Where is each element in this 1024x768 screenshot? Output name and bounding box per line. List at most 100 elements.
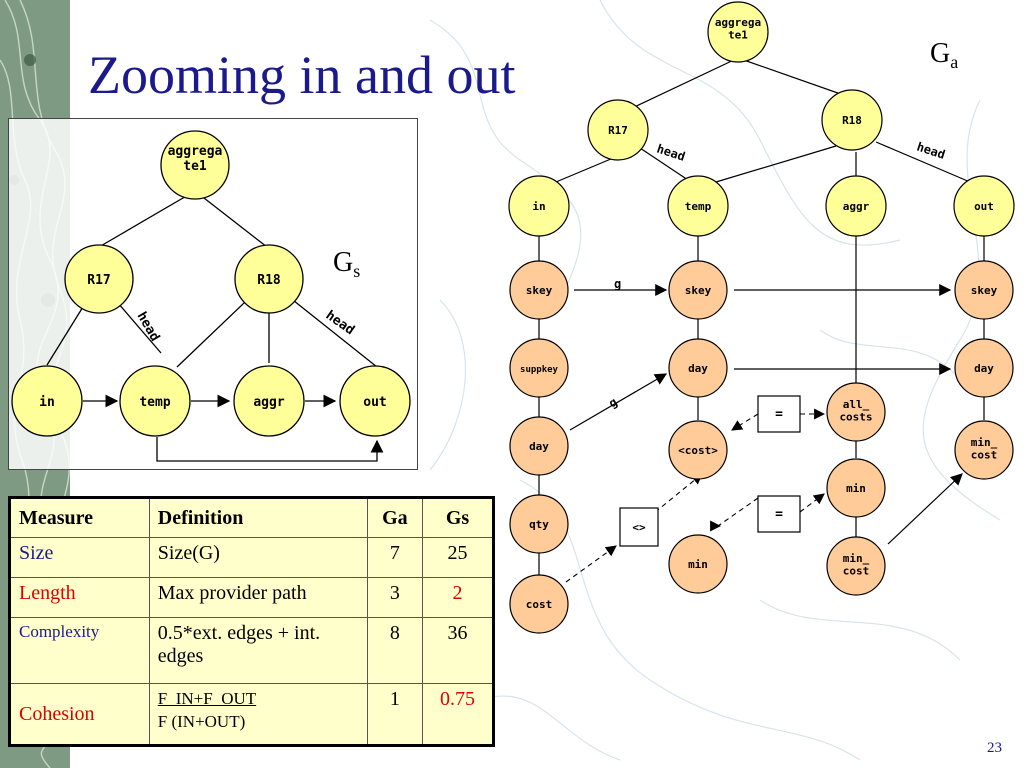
ga-node-skey2 [668, 260, 728, 320]
table-header-gs: Gs [422, 497, 494, 538]
ga-node-cost [509, 574, 569, 634]
table-cell-definition: 0.5*ext. edges + int. edges [148, 617, 368, 684]
ga-node-min2-label: min [846, 482, 866, 495]
table-cell-ga: 8 [366, 617, 424, 684]
ga-edge-label-g-top: g [614, 277, 621, 291]
gs-edge-label-head-right: head [323, 308, 357, 338]
page-number: 23 [987, 740, 1002, 756]
gs-edge-agg-r17 [98, 190, 196, 248]
table-cell-gs: 0.75 [422, 683, 494, 746]
ga-edge-agg-r17 [627, 57, 739, 111]
table-cell-measure: Size [9, 537, 150, 578]
ga-node-r18 [821, 89, 883, 151]
table-cell-gs: 25 [422, 537, 494, 578]
ga-node-day2 [668, 338, 728, 398]
ga-edge-label-head-left: head [655, 142, 687, 164]
ga-dash-eq2-min [717, 497, 759, 527]
ga-edge-agg-r18 [737, 57, 853, 99]
ga-edge-r18-temp [715, 145, 837, 183]
table-cell-measure: Complexity [9, 617, 150, 684]
gs-graph-label: Gs [333, 247, 360, 281]
table-row: Cohesion F_IN+F_OUT F (IN+OUT) 1 0.75 [9, 683, 494, 746]
ga-dash-eq2-min2 [799, 493, 825, 513]
ga-box-neq-label: <> [632, 521, 646, 534]
ga-node-qty-label: qty [529, 518, 549, 531]
ga-node-allcosts [826, 382, 886, 442]
gs-node-r17-label: R17 [87, 273, 110, 288]
gs-arrow-temp-out [156, 437, 384, 462]
ga-node-day1 [509, 416, 569, 476]
table-cell-ga: 7 [366, 537, 424, 578]
ga-node-temp [667, 175, 729, 237]
ga-box-eq2 [757, 495, 801, 533]
ga-box-eq2-label: = [775, 507, 783, 522]
ga-node-min1-label: min [688, 558, 708, 571]
ga-box-eq1-label: = [775, 407, 783, 422]
table-cell-definition: F_IN+F_OUT F (IN+OUT) [148, 683, 368, 746]
ga-edge-r17-in [555, 155, 619, 183]
ga-node-day2-label: day [688, 362, 708, 375]
ga-node-min2 [826, 458, 886, 518]
ga-node-r17 [587, 99, 649, 161]
gs-node-aggr [233, 365, 305, 437]
gs-node-r17 [64, 244, 134, 314]
ga-node-suppkey-label: suppkey [520, 365, 559, 375]
table-row: Length Max provider path 3 2 [9, 577, 494, 618]
gs-node-aggregate1 [160, 130, 230, 200]
ga-node-cost-label: cost [526, 598, 553, 611]
ga-node-allcosts-label: all_costs [839, 398, 872, 424]
gs-node-r18-label: R18 [257, 273, 281, 288]
table-cell-gs: 2 [422, 577, 494, 618]
gs-node-temp [119, 365, 191, 437]
ga-node-out-label: out [974, 200, 994, 213]
ga-node-r18-label: R18 [842, 114, 862, 127]
ga-node-mincost1 [826, 536, 886, 596]
table-cell-definition: Size(G) [148, 537, 368, 578]
gs-node-temp-label: temp [139, 395, 170, 410]
ga-node-in-label: in [532, 200, 545, 213]
ga-node-skey1 [509, 260, 569, 320]
ga-node-min1 [668, 534, 728, 594]
gs-node-aggr-label: aggr [253, 395, 284, 410]
ga-node-mincost1-label: min_cost [843, 552, 870, 578]
ga-node-day1-label: day [529, 440, 549, 453]
table-cell-ga: 1 [366, 683, 424, 746]
ga-edge-r17-temp [639, 147, 689, 181]
ga-node-aggregate1 [707, 1, 769, 63]
ga-dash-cost-neq [565, 545, 617, 583]
ga-node-suppkey [509, 338, 569, 398]
cohesion-numerator: F_IN+F_OUT [157, 689, 257, 708]
table-header-measure: Measure [9, 497, 150, 538]
table-row: Complexity 0.5*ext. edges + int. edges 8… [9, 617, 494, 684]
table-cell-definition: Max provider path [148, 577, 368, 618]
ga-node-qty [509, 494, 569, 554]
cohesion-denominator: F (IN+OUT) [157, 711, 246, 731]
table-row: Size Size(G) 7 25 [9, 537, 494, 578]
table-header-row: Measure Definition Ga Gs [9, 497, 494, 538]
ga-arrow-mincost-mincost [887, 473, 963, 545]
gs-edge-agg-r18 [194, 190, 268, 248]
ga-node-out [953, 175, 1015, 237]
table-cell-gs: 36 [422, 617, 494, 684]
ga-node-day3 [954, 338, 1014, 398]
ga-box-eq1 [757, 395, 801, 433]
gs-node-out-label: out [363, 395, 386, 410]
ga-dash-eq1-cost [731, 413, 759, 431]
ga-node-cost2 [668, 420, 728, 480]
ga-node-aggr-label: aggr [843, 200, 870, 213]
ga-node-skey3-label: skey [971, 284, 998, 297]
table-cell-measure: Cohesion [9, 683, 150, 746]
ga-box-neq [619, 507, 659, 547]
ga-edge-label-head-right: head [915, 140, 947, 162]
ga-node-mincost2 [954, 420, 1014, 480]
ga-node-aggr [825, 175, 887, 237]
ga-node-skey3 [954, 260, 1014, 320]
measures-table: Measure Definition Ga Gs Size Size(G) 7 … [8, 496, 495, 747]
ga-node-cost2-label: <cost> [678, 444, 718, 457]
ga-edge-r18-out [875, 141, 971, 183]
